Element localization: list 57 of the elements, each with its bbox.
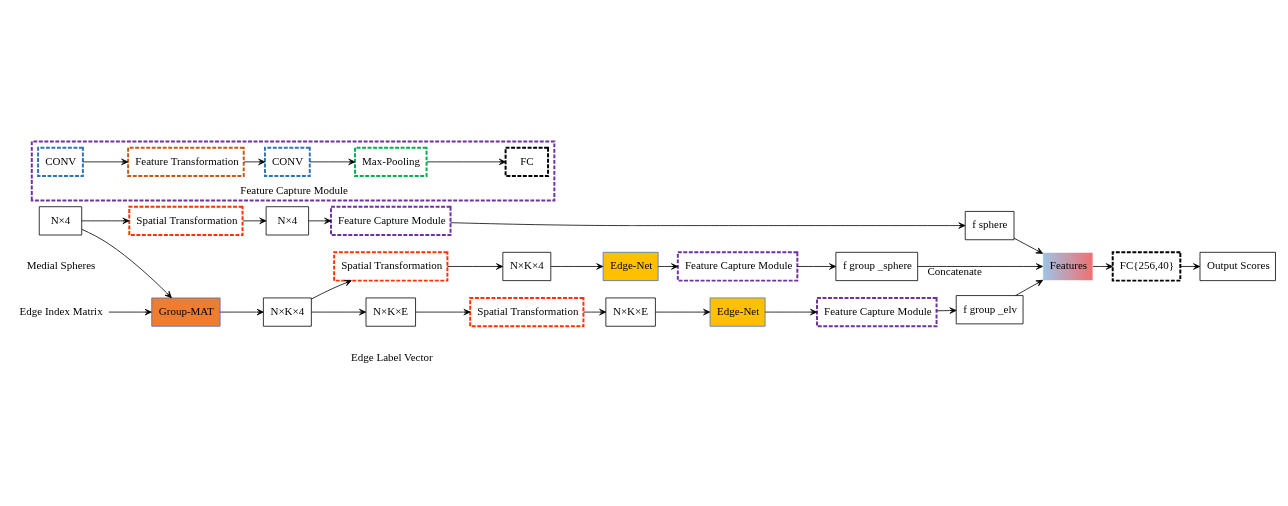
arrow (1013, 237, 1043, 254)
arrow (447, 262, 504, 270)
node-box: Spatial Transformation (469, 296, 585, 327)
arrow (311, 308, 367, 315)
arrow (450, 221, 966, 229)
arrow (108, 308, 152, 315)
node-box: f group _sphere (835, 251, 919, 281)
arrow (764, 308, 818, 315)
node-box: f sphere (964, 210, 1015, 240)
node-box: Max-Pooling (354, 146, 428, 177)
node-box: Spatial Transformation (333, 250, 449, 282)
node-box: N×4 (265, 205, 309, 235)
node-text: Edge Index Matrix (19, 304, 103, 317)
arrow (415, 308, 471, 315)
arrow (242, 217, 267, 224)
arrow (1092, 262, 1113, 270)
node-box: N×K×4 (263, 297, 312, 327)
arrow (1180, 262, 1201, 270)
arrow (657, 262, 679, 270)
arrow (81, 217, 130, 224)
node-box: Feature Capture Module (330, 205, 452, 236)
arrow (311, 279, 352, 299)
node-box: Edge-Net (602, 251, 659, 281)
node-box: Feature Capture Module (676, 250, 799, 282)
arrow (550, 262, 604, 270)
arrow (1015, 279, 1044, 296)
node-box: Spatial Transformation (128, 205, 244, 236)
node-box: Group-MAT (151, 297, 221, 327)
arrow (797, 262, 837, 270)
node-box: CONV (37, 146, 84, 177)
node-box: Edge-Net (709, 297, 766, 327)
arrow (917, 262, 1043, 270)
arrow (309, 158, 356, 165)
node-box: FC{256,40} (1111, 250, 1182, 282)
node-box: Feature Transformation (127, 146, 245, 177)
edge-label: Concatenate (927, 264, 982, 277)
node-box: Feature Capture Module (816, 296, 938, 327)
node-box: N×K×4 (502, 251, 552, 281)
arrow (308, 217, 332, 224)
node-label: Medial Spheres (26, 258, 96, 271)
node-box: CONV (263, 146, 311, 177)
node-box: N×4 (38, 205, 83, 235)
node-box: f group _elv (955, 294, 1024, 324)
label: Edge Label Vector (351, 350, 433, 363)
node-box: FC (504, 146, 550, 177)
arrow (81, 228, 172, 298)
arrow (936, 306, 957, 314)
arrow (82, 158, 129, 165)
node-box: Output Scores (1199, 251, 1276, 281)
node-box: N×K×E (605, 297, 656, 327)
node-box: N×K×E (365, 297, 416, 327)
arrow (219, 308, 264, 315)
node-box: Features (1042, 251, 1094, 281)
arrow (583, 308, 607, 315)
arrow (426, 158, 506, 165)
arrow (655, 308, 711, 315)
arrow (243, 158, 266, 165)
